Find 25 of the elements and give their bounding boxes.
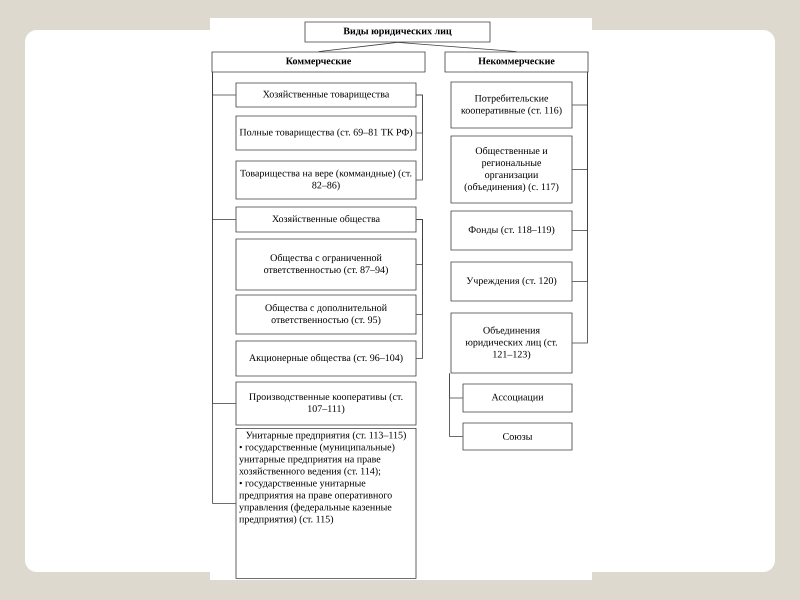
category-box: Общественные и региональные организации (объединения) (с. 117) — [450, 136, 572, 204]
category-box: Союзы — [462, 422, 572, 450]
heading-box: Некоммерческие — [444, 52, 588, 72]
category-box: Учреждения (ст. 120) — [450, 262, 572, 302]
category-box: Фонды (ст. 118–119) — [450, 210, 572, 250]
connector-line — [572, 72, 588, 344]
category-box: Общества с дополнительной ответственностью (ст. 95) — [236, 294, 416, 334]
category-box: Объединения юридических лиц (ст. 121–123) — [450, 312, 572, 374]
category-box: Акционерные общества (ст. 96–104) — [236, 340, 416, 376]
connector-line — [449, 373, 463, 437]
heading-box: Виды юридических лиц — [304, 22, 490, 42]
category-box: Хозяйственные общества — [236, 206, 416, 232]
connector-line — [397, 42, 517, 52]
connector-line — [416, 94, 423, 180]
category-box: Ассоциации — [462, 384, 572, 412]
category-box: Потребительские кооперативные (ст. 116) — [450, 82, 572, 128]
category-box: Хозяйственные товарищества — [236, 82, 416, 108]
connector-line — [212, 72, 236, 504]
category-box: Товарищества на вере (коммандные) (ст. 82–86) — [236, 160, 416, 200]
connector-line — [416, 219, 423, 359]
category-box: Полные товарищества (ст. 69–81 ТК РФ) — [236, 116, 416, 150]
category-box: Производственные кооперативы (ст. 107–111) — [236, 382, 416, 426]
category-box: Общества с ограниченной ответственностью (ст. 87–94) — [236, 238, 416, 290]
category-box: Унитарные предприятия (ст. 113–115) • государственные (муниципальные) унитарные предприятия на праве хозяйственного ведения (ст. 114); • государственные унитарные предприятия на праве оперативного управления (федеральные казенные предприятия) (ст. 115) — [236, 428, 416, 579]
heading-box: Коммерческие — [212, 52, 426, 72]
